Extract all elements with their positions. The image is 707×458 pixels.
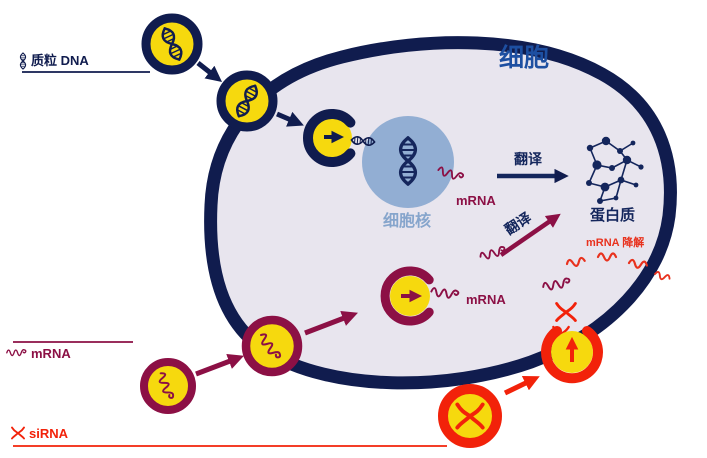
nanoparticle-mrna-1 (140, 358, 196, 414)
cell-label: 细胞 (499, 44, 550, 72)
plasmid-dna-label: 质粒 DNA (31, 53, 89, 68)
opened-nanoparticle-sirna (541, 326, 603, 384)
translation-top-label: 翻译 (514, 151, 542, 167)
mrna-from-nucleus-label: mRNA (456, 193, 496, 208)
nanoparticle-mrna-2 (241, 315, 303, 377)
mrna-degradation-label: mRNA 降解 (586, 237, 645, 249)
uptake-arrow-sirna (503, 375, 540, 396)
sirna-legend-label: siRNA (29, 426, 69, 441)
opened-nanoparticle-dna (303, 109, 376, 167)
mrna-cytoplasm-label: mRNA (466, 292, 506, 307)
opened-nanoparticle-mrna (380, 266, 434, 326)
sirna-duplex-icon (11, 426, 25, 440)
uptake-arrow-mrna-2 (304, 310, 358, 336)
uptake-arrow-mrna-1 (195, 353, 244, 377)
mrna-strand-icon (6, 349, 27, 357)
nanoparticle-dna-2 (216, 70, 278, 132)
mrna-legend-label: mRNA (31, 346, 71, 361)
uptake-arrow-dna-2 (276, 111, 304, 127)
uptake-arrow-dna-1 (196, 61, 223, 82)
dna-helix-icon (19, 52, 27, 70)
nucleus-label: 细胞核 (383, 213, 432, 230)
nanoparticle-sirna (438, 384, 502, 448)
protein-molecule-icon (586, 136, 644, 204)
translation-arrow-diagonal (499, 213, 561, 257)
protein-label: 蛋白质 (590, 207, 636, 224)
nanoparticle-dna-1 (141, 13, 203, 75)
